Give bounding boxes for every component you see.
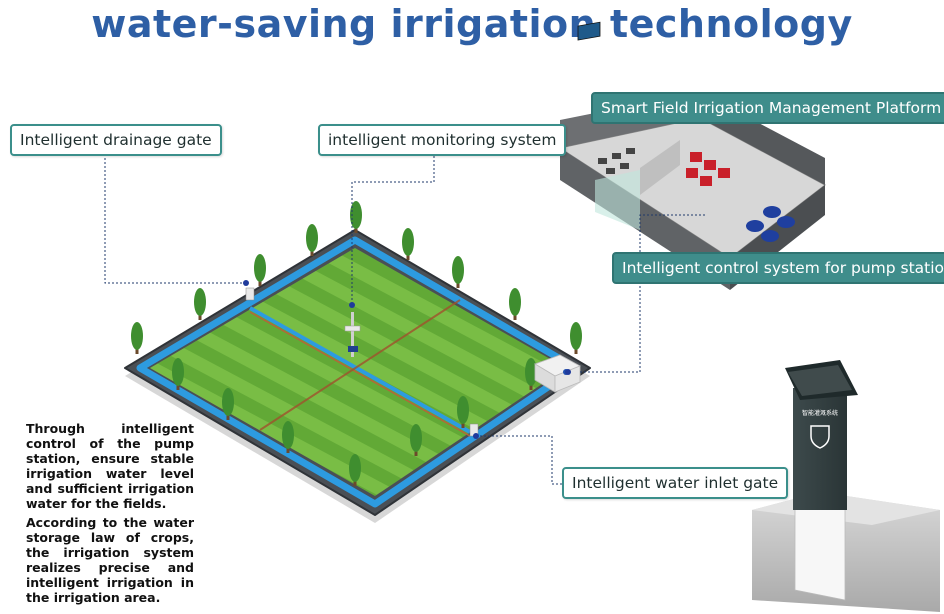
pump-house <box>534 354 581 393</box>
label-pump-control: Intelligent control system for pump stat… <box>612 252 944 284</box>
label-monitoring-system: intelligent monitoring system <box>318 124 567 156</box>
drainage-gate-device <box>245 287 255 301</box>
monitoring-pole <box>344 312 361 357</box>
tree <box>457 396 469 428</box>
gate-sign-text: 智能灌溉系统 <box>802 409 838 417</box>
leader-pump <box>580 214 705 373</box>
label-management-platform: Smart Field Irrigation Management Platfo… <box>591 92 944 124</box>
tree <box>402 228 414 260</box>
tree <box>222 388 234 420</box>
tree <box>509 288 521 320</box>
tree <box>452 256 464 288</box>
page-title: water-saving irrigation technology <box>91 2 853 46</box>
tree <box>131 322 143 354</box>
water-gate-illustration: 智能灌溉系统 <box>752 360 940 612</box>
description-irrigation: According to the water storage law of cr… <box>26 515 194 605</box>
label-inlet-gate: Intelligent water inlet gate <box>562 467 789 499</box>
tree <box>254 254 266 286</box>
tree <box>282 421 294 453</box>
tree <box>525 358 537 390</box>
trees <box>131 201 582 486</box>
tree <box>570 322 582 354</box>
pump-station-illustration <box>558 21 826 290</box>
leader-inlet <box>476 435 562 485</box>
leader-lines <box>104 156 705 485</box>
tree <box>349 454 361 486</box>
label-drainage-gate: Intelligent drainage gate <box>10 124 222 156</box>
shield-icon <box>810 425 830 449</box>
tree <box>410 424 422 456</box>
leader-drainage <box>104 158 246 284</box>
leader-dots <box>243 280 571 439</box>
leader-monitoring <box>351 156 435 305</box>
field-platform <box>124 229 591 523</box>
tree <box>194 288 206 320</box>
tree <box>350 201 362 233</box>
tree <box>306 224 318 256</box>
description-pump-control: Through intelligent control of the pump … <box>26 421 194 511</box>
tree <box>172 358 184 390</box>
